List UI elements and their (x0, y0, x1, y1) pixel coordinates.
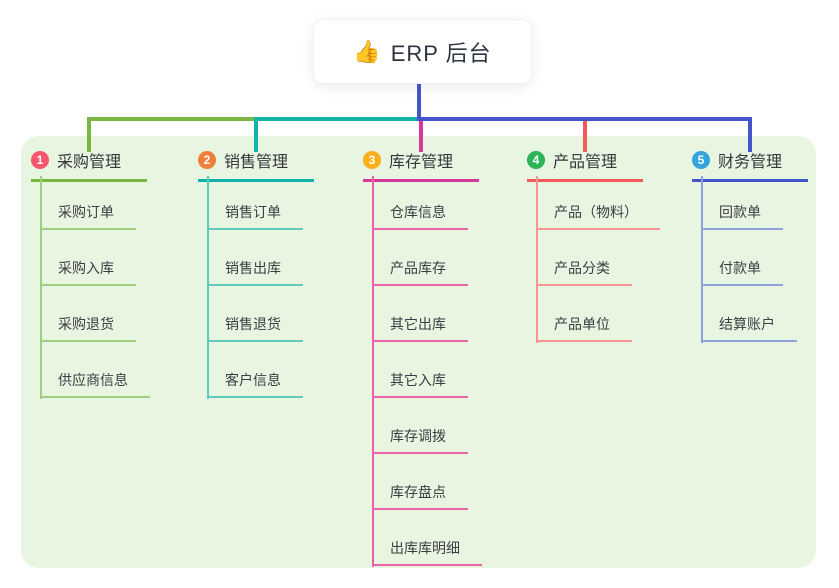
child-node[interactable]: 产品单位 (536, 314, 632, 342)
connector-line (254, 117, 258, 152)
root-node[interactable]: 👍 ERP 后台 (313, 19, 532, 84)
child-node[interactable]: 其它出库 (372, 314, 468, 342)
child-node[interactable]: 采购订单 (40, 202, 136, 230)
connector-line (417, 117, 752, 121)
branch-node-finance[interactable]: 5 财务管理 (692, 146, 808, 182)
child-node[interactable]: 产品分类 (536, 258, 632, 286)
branch-spine-line (536, 176, 538, 343)
branch-title-label: 库存管理 (389, 153, 454, 171)
child-node[interactable]: 其它入库 (372, 370, 468, 398)
child-node[interactable]: 回款单 (701, 202, 783, 230)
branch-spine-line (372, 176, 374, 567)
branch-node-sales[interactable]: 2 销售管理 (198, 146, 314, 182)
branch-node-inventory[interactable]: 3 库存管理 (363, 146, 479, 182)
child-node[interactable]: 产品（物料） (536, 202, 660, 230)
connector-line (583, 117, 587, 152)
child-node[interactable]: 付款单 (701, 258, 783, 286)
branch-node-product[interactable]: 4 产品管理 (527, 146, 643, 182)
branch-title-label: 采购管理 (57, 153, 122, 171)
connector-line (254, 117, 421, 121)
child-node[interactable]: 采购退货 (40, 314, 136, 342)
child-node[interactable]: 库存调拨 (372, 426, 468, 454)
child-node[interactable]: 销售退货 (207, 314, 303, 342)
branch-number-badge: 2 (198, 150, 216, 169)
group-panel (21, 136, 816, 568)
connector-line (748, 117, 752, 152)
branch-number-badge: 5 (692, 150, 710, 169)
child-node[interactable]: 销售出库 (207, 258, 303, 286)
child-node[interactable]: 客户信息 (207, 370, 303, 398)
child-node[interactable]: 库存盘点 (372, 482, 468, 510)
branch-node-purchase[interactable]: 1 采购管理 (31, 146, 147, 182)
connector-line (419, 117, 423, 152)
connector-line (87, 117, 91, 152)
branch-number-badge: 4 (527, 150, 545, 169)
branch-spine-line (701, 176, 703, 343)
child-node[interactable]: 产品库存 (372, 258, 468, 286)
root-title: ERP 后台 (390, 40, 492, 66)
branch-title-label: 销售管理 (224, 153, 289, 171)
branch-number-badge: 1 (31, 150, 49, 169)
thumbs-up-icon: 👍 (353, 38, 381, 64)
connector-line (417, 84, 421, 121)
branch-spine-line (207, 176, 209, 399)
connector-line (87, 117, 258, 121)
child-node[interactable]: 采购入库 (40, 258, 136, 286)
child-node[interactable]: 结算账户 (701, 314, 797, 342)
branch-number-badge: 3 (363, 150, 381, 169)
child-node[interactable]: 供应商信息 (40, 370, 150, 398)
child-node[interactable]: 出库库明细 (372, 538, 482, 566)
branch-title-label: 财务管理 (718, 153, 783, 171)
branch-title-label: 产品管理 (553, 153, 618, 171)
child-node[interactable]: 仓库信息 (372, 202, 468, 230)
child-node[interactable]: 销售订单 (207, 202, 303, 230)
branch-spine-line (40, 176, 42, 399)
